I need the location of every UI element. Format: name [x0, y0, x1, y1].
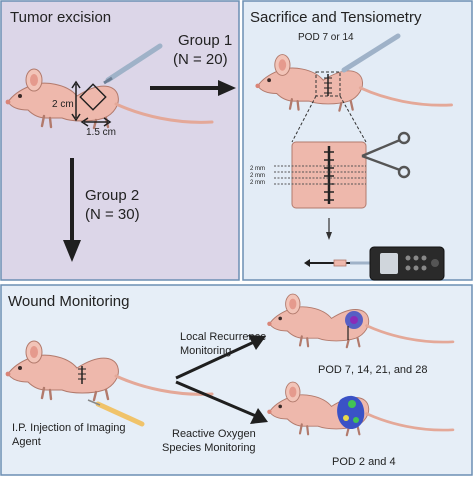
panel-wound-monitoring: Wound Monitoring I.P. Injection of Imagi…: [0, 284, 473, 476]
tensiometer-device-icon: [369, 246, 445, 281]
group1-label: Group 1: [178, 32, 232, 49]
scalpel-icon: [103, 43, 163, 85]
group2-n: (N = 30): [85, 206, 140, 223]
dimension-height-label: 2 cm: [52, 99, 74, 110]
tensile-strip-arrow: [304, 259, 372, 267]
strip-width-label-3: 2 mm: [250, 180, 265, 186]
injection-label-line1: I.P. Injection of Imaging: [12, 422, 126, 434]
tensiometry-pod-label: POD 7 or 14: [298, 32, 354, 43]
ros-label-line2: Species Monitoring: [162, 442, 256, 454]
arrow-ros-monitoring: [175, 380, 268, 424]
down-arrow: [326, 218, 332, 240]
local-recurrence-label-line1: Local Recurrence: [180, 331, 266, 343]
local-recurrence-label-line2: Monitoring: [180, 345, 231, 357]
arrow-group1: [150, 80, 236, 96]
pod-local-label: POD 7, 14, 21, and 28: [318, 364, 427, 376]
scalpel-icon: [341, 33, 401, 73]
panel-tumor-excision: Tumor excision 2 cm 1.5 cm Group 1 (N = …: [0, 0, 240, 281]
injection-label-line2: Agent: [12, 436, 41, 448]
tensiometry-panel-bg: [242, 0, 473, 281]
syringe-icon: [87, 399, 145, 427]
zoom-lines: [291, 95, 367, 143]
monitoring-title: Wound Monitoring: [8, 293, 129, 310]
excision-site-marker: [71, 80, 112, 127]
group1-n: (N = 20): [173, 51, 228, 68]
excision-title: Tumor excision: [10, 9, 111, 26]
arrow-group2: [63, 158, 81, 262]
arrow-local-recurrence: [175, 335, 266, 380]
fluorescence-signal-ros: [337, 395, 365, 430]
group2-label: Group 2: [85, 187, 139, 204]
scissors-icon: [361, 131, 411, 179]
incision-sutures: [78, 366, 86, 384]
strip-width-label-2: 2 mm: [250, 173, 265, 179]
ros-label-line1: Reactive Oxygen: [172, 428, 256, 440]
excision-panel-bg: [0, 0, 240, 281]
strip-width-label-1: 2 mm: [250, 166, 265, 172]
dimension-width-label: 1.5 cm: [86, 127, 116, 138]
fluorescence-signal-blue: [345, 311, 363, 340]
panel-tensiometry: Sacrifice and Tensiometry POD 7 or 14 2 …: [242, 0, 473, 281]
tensiometry-title: Sacrifice and Tensiometry: [250, 9, 422, 26]
skin-sample-square: [274, 141, 367, 209]
pod-ros-label: POD 2 and 4: [332, 456, 396, 468]
incision-sutures: [315, 71, 341, 97]
